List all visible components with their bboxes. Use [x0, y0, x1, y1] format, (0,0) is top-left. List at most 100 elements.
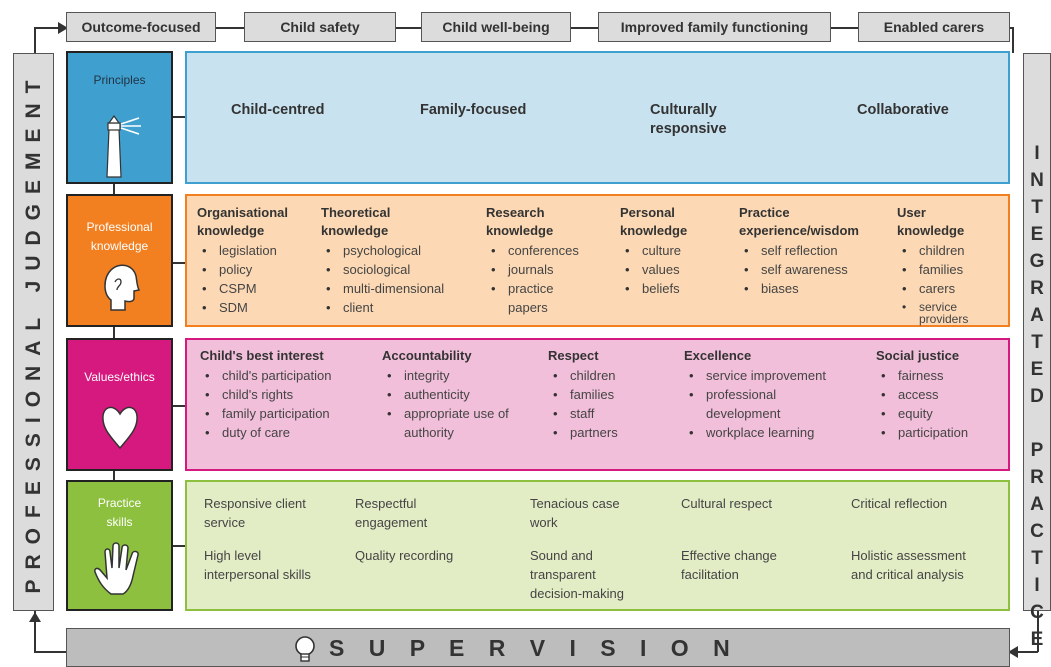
professional-knowledge-label: Professional knowledge — [86, 220, 153, 253]
column-heading: Organisational knowledge — [197, 205, 289, 238]
list-item: appropriate use of authority — [382, 404, 534, 442]
list-item: equity — [876, 404, 1006, 423]
list-item: values — [620, 260, 720, 279]
supervision-right-line — [1008, 651, 1038, 653]
arrow-right-icon — [58, 22, 68, 34]
list-item: service providers — [897, 298, 979, 325]
integrated-practice-letter: T — [1031, 197, 1043, 218]
heart-icon — [101, 406, 138, 450]
column-heading: Theoretical knowledge — [321, 205, 391, 238]
values-column: Excellence service improvement professio… — [684, 347, 864, 442]
principles-panel: Child-centred Family-focused Culturally … — [185, 51, 1010, 184]
skill-item: Holistic assessment and critical analysi… — [851, 548, 966, 582]
list-item: integrity — [382, 366, 522, 385]
skill-item: High level interpersonal skills — [204, 548, 311, 582]
column-heading: Respect — [548, 348, 599, 363]
skill-item: Responsive client service — [204, 496, 306, 530]
row-spine — [113, 180, 115, 480]
list-item: beliefs — [620, 279, 720, 298]
arrow-up-icon — [29, 612, 41, 622]
integrated-practice-letter: E — [1030, 359, 1044, 380]
values-column: Social justice fairness access equity pa… — [876, 347, 1006, 442]
list-item: self awareness — [739, 260, 889, 279]
principle-item: Collaborative — [857, 102, 949, 118]
integrated-practice-letter: G — [1029, 251, 1045, 272]
list-item: staff — [548, 404, 658, 423]
values-column: Respect children families staff partners — [548, 347, 658, 442]
hand-icon — [93, 542, 139, 595]
list-item: workplace learning — [684, 423, 864, 442]
principles-box: Principles — [66, 51, 173, 184]
integrated-practice-letter: D — [1030, 386, 1044, 407]
values-column: Child's best interest child's participat… — [200, 347, 370, 442]
list-item: practice papers — [486, 279, 578, 317]
values-ethics-box: Values/ethics — [66, 338, 173, 471]
supervision-label: S U P E R V I S I O N — [329, 635, 739, 661]
list-item: multi-dimensional — [321, 279, 481, 298]
integrated-practice-letter: R — [1030, 467, 1044, 488]
column-heading: Personal knowledge — [620, 205, 688, 238]
practice-skills-box: Practice skills — [66, 480, 173, 611]
column-heading: Excellence — [684, 348, 752, 363]
list-item: families — [548, 385, 658, 404]
principle-item: Child-centred — [231, 102, 325, 118]
integrated-practice-letter: R — [1030, 278, 1044, 299]
list-item: culture — [620, 241, 720, 260]
outcome-box-1: Outcome-focused — [66, 12, 216, 42]
integrated-practice-letter: E — [1030, 224, 1044, 245]
head-icon — [103, 264, 140, 311]
list-item: participation — [876, 423, 1006, 442]
skill-item: Respectful engagement — [355, 496, 428, 530]
skill-item: Cultural respect — [681, 496, 773, 511]
values-connector — [173, 405, 185, 407]
list-item: families — [897, 260, 1007, 279]
skill-item: Critical reflection — [851, 496, 948, 511]
list-item: child's rights — [200, 385, 370, 404]
principles-label: Principles — [93, 73, 146, 87]
values-column: Accountability integrity authenticity ap… — [382, 347, 522, 442]
supervision-bar: S U P E R V I S I O N — [66, 628, 1010, 667]
list-item: access — [876, 385, 1006, 404]
list-item: psychological — [321, 241, 481, 260]
list-item: family participation — [200, 404, 370, 423]
knowledge-column: User knowledge children families carers … — [897, 204, 1007, 325]
integrated-practice-letter: C — [1030, 521, 1044, 542]
supervision-left-line — [34, 651, 68, 653]
integrated-practice-letter: A — [1030, 305, 1044, 326]
list-item: professional development — [684, 385, 816, 423]
outcome-connector-left-drop — [34, 27, 36, 53]
integrated-practice-letter: P — [1030, 440, 1044, 461]
list-item: carers — [897, 279, 1007, 298]
integrated-practice-letter — [1034, 410, 1039, 437]
principle-item: Family-focused — [420, 102, 527, 118]
supervision-right-rise — [1037, 611, 1039, 652]
practice-skills-label: Practice skills — [97, 496, 142, 529]
integrated-practice-letter: I — [1034, 575, 1040, 596]
column-heading: Accountability — [382, 348, 472, 363]
professional-judgement-sidebar: PROFESSIONAL JUDGEMENT — [13, 53, 54, 611]
list-item: service improvement — [684, 366, 864, 385]
list-item: duty of care — [200, 423, 370, 442]
skill-item: Sound and transparent decision-making — [530, 548, 624, 601]
knowledge-connector — [173, 262, 185, 264]
list-item: partners — [548, 423, 658, 442]
integrated-practice-letter: C — [1030, 599, 1044, 626]
skill-item: Quality recording — [355, 548, 454, 563]
list-item: biases — [739, 279, 889, 298]
professional-judgement-label: PROFESSIONAL JUDGEMENT — [21, 70, 45, 594]
list-item: conferences — [486, 241, 596, 260]
integrated-practice-letter: N — [1030, 170, 1044, 191]
list-item: sociological — [321, 260, 481, 279]
list-item: self reflection — [739, 241, 889, 260]
integrated-practice-letter: I — [1034, 143, 1040, 164]
list-item: SDM — [197, 298, 312, 317]
integrated-practice-letter: T — [1031, 548, 1043, 569]
outcome-box-5: Enabled carers — [858, 12, 1010, 42]
knowledge-column: Theoretical knowledge psychological soci… — [321, 204, 481, 317]
list-item: legislation — [197, 241, 312, 260]
values-ethics-label: Values/ethics — [84, 370, 155, 384]
knowledge-column: Research knowledge conferences journals … — [486, 204, 596, 317]
outcome-box-4: Improved family functioning — [598, 12, 831, 42]
list-item: authenticity — [382, 385, 522, 404]
arrow-left-icon — [1008, 646, 1018, 658]
